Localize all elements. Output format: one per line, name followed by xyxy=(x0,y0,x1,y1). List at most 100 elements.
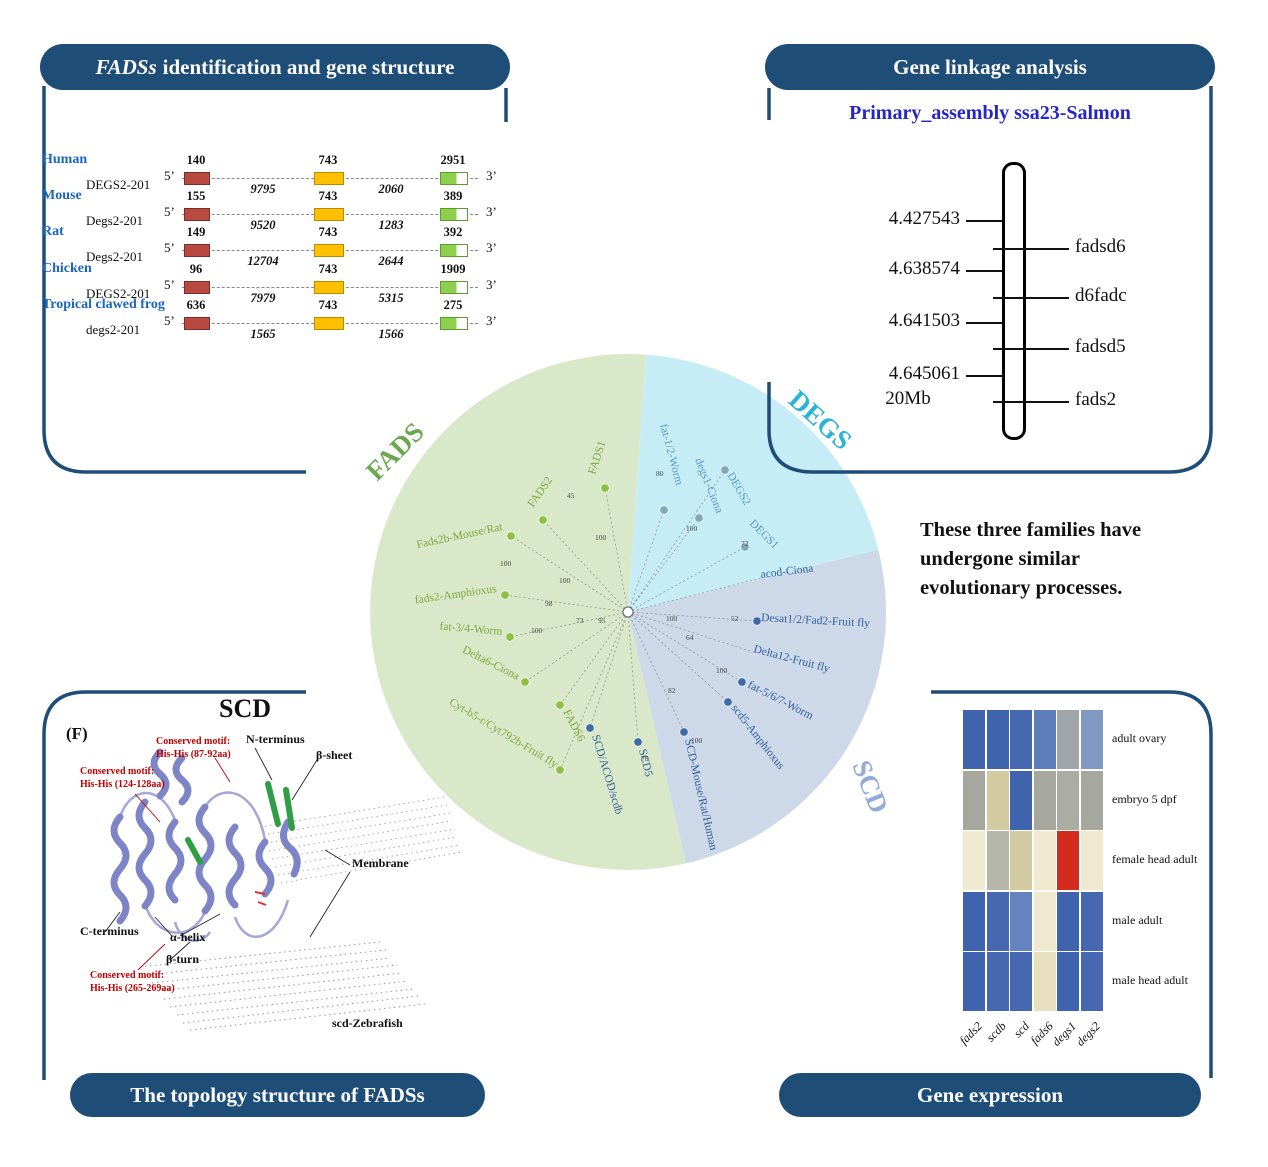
exon2-size: 743 xyxy=(318,262,338,276)
intron2-size: 1566 xyxy=(378,327,404,341)
five-prime-label: 5’ xyxy=(164,277,175,292)
exon1-box xyxy=(184,172,210,185)
heatmap-cell xyxy=(1057,891,1079,951)
panel-gene-structure-border xyxy=(42,86,508,474)
alpha-helix-label: α-helix xyxy=(170,930,206,944)
support-value: 78 xyxy=(641,754,649,763)
heatmap-cell xyxy=(1033,952,1056,1011)
heatmap-cell xyxy=(1033,831,1056,890)
leaf-dot xyxy=(585,723,595,733)
species-label: Rat xyxy=(42,224,64,239)
leaf-dot xyxy=(633,737,643,747)
topology-title-text: The topology structure of FADSs xyxy=(130,1082,425,1107)
conserved-motif-1: Conserved motif: His-His (87-92aa) xyxy=(156,736,231,760)
catalytic-residues xyxy=(254,891,267,906)
support-value: 100 xyxy=(559,576,571,585)
tree-branch xyxy=(559,611,629,771)
tree-branch xyxy=(509,611,629,638)
panel-letter: (F) xyxy=(66,724,88,743)
intron1-size: 9795 xyxy=(250,182,276,196)
five-prime-label: 5’ xyxy=(164,313,175,328)
beta-turn-label: β-turn xyxy=(166,952,199,966)
title-italic-part: FADSs xyxy=(95,54,157,79)
heatmap-row-label: adult ovary xyxy=(1112,731,1167,745)
title-rest-part: identification and gene structure xyxy=(162,54,455,79)
exon1-box xyxy=(184,208,210,221)
heatmap-cell xyxy=(1010,770,1032,830)
tree-branch xyxy=(627,517,700,613)
sector-fads xyxy=(370,353,686,870)
beta-strands xyxy=(185,781,295,865)
heatmap-row-label: female head adult xyxy=(1112,852,1198,866)
tree-root-node xyxy=(622,606,634,618)
support-value: 95 xyxy=(598,616,606,625)
heatmap-cell xyxy=(1010,831,1032,890)
tree-branch xyxy=(559,611,629,706)
position-tick xyxy=(966,322,1002,324)
leaf-dot xyxy=(555,765,565,775)
linkage-title-text: Gene linkage analysis xyxy=(893,54,1087,79)
five-prime-label: 5’ xyxy=(164,168,175,183)
leaf-dot xyxy=(737,677,747,687)
exon2-size: 743 xyxy=(318,298,338,312)
heatmap-cell xyxy=(1010,952,1032,1011)
position-tick xyxy=(966,375,1002,377)
tree-branch xyxy=(627,611,754,653)
support-value: 100 xyxy=(595,533,607,542)
heatmap-cell xyxy=(963,710,985,769)
transcript-label: degs2-201 xyxy=(86,322,141,337)
leaf-dot xyxy=(679,727,689,737)
leaf-dot xyxy=(659,505,669,515)
assembly-label: Primary_assembly ssa23-Salmon xyxy=(849,102,1131,124)
support-value: 100 xyxy=(716,666,728,675)
leaf-dot xyxy=(723,697,733,707)
support-value: 100 xyxy=(500,559,512,568)
topology-heading: SCD xyxy=(218,694,271,723)
position-label: 4.641503 xyxy=(888,310,960,331)
exon3-size: 392 xyxy=(443,225,463,239)
leaf-dot xyxy=(694,513,704,523)
heatmap-cell xyxy=(1033,710,1056,769)
species-label: Chicken xyxy=(42,261,92,276)
support-value: 98 xyxy=(545,599,553,608)
leaf-dot xyxy=(506,531,516,541)
leaf-dot xyxy=(740,542,750,552)
exon3-box xyxy=(440,244,468,257)
tree-branch xyxy=(510,535,629,613)
heatmap-cell xyxy=(1080,710,1103,769)
exon2-box xyxy=(314,208,344,221)
three-prime-label: 3’ xyxy=(486,168,497,183)
three-prime-label: 3’ xyxy=(486,313,497,328)
protein-loops xyxy=(118,791,290,942)
transcript-label: DEGS2-201 xyxy=(86,286,151,301)
heatmap-cell xyxy=(1033,770,1056,830)
chromosome-ideogram xyxy=(1002,162,1026,440)
transcript-label: DEGS2-201 xyxy=(86,177,151,192)
support-value: 100 xyxy=(691,736,703,745)
position-label: 4.638574 xyxy=(888,258,960,279)
motif-pointer-lines xyxy=(134,757,231,971)
five-prime-label: 5’ xyxy=(164,240,175,255)
position-label: 4.427543 xyxy=(888,208,960,229)
heatmap-cell xyxy=(1080,831,1103,890)
heatmap-cell xyxy=(986,710,1009,769)
tree-branch xyxy=(627,577,762,613)
evolution-note: These three families have undergone simi… xyxy=(920,519,1142,600)
heatmap-cell xyxy=(1010,891,1032,951)
heatmap-cell xyxy=(1057,710,1079,769)
exon3-box xyxy=(440,172,468,185)
intron2-size: 5315 xyxy=(378,291,404,305)
support-value: 82 xyxy=(668,686,676,695)
heatmap-cell xyxy=(1057,770,1079,830)
heatmap-cell xyxy=(1057,952,1079,1011)
intron2-size: 1283 xyxy=(378,218,404,232)
exon1-size: 140 xyxy=(186,153,206,167)
support-value: 52 xyxy=(731,614,739,623)
